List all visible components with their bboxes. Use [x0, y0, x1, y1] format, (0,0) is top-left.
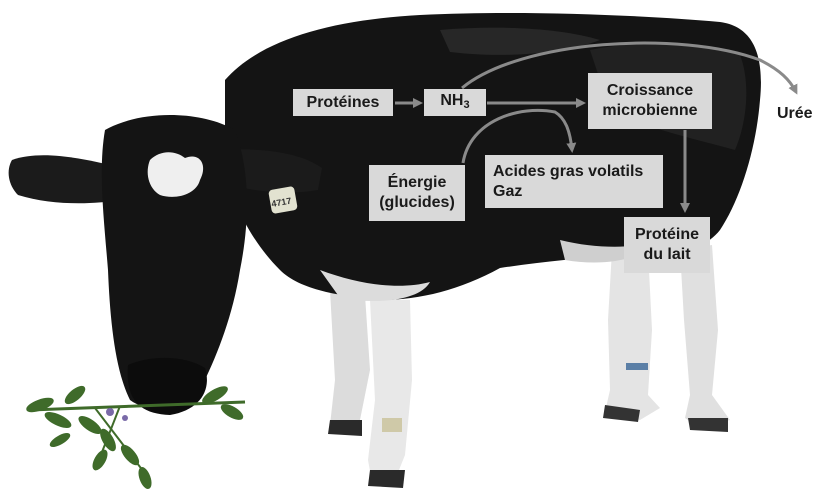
- proteines-label: Protéines: [307, 93, 380, 113]
- energie-box: Énergie (glucides): [369, 165, 465, 221]
- nh3-label: NH3: [440, 91, 469, 115]
- nh3-box: NH3: [424, 89, 486, 116]
- cow-head: 4717: [9, 115, 322, 415]
- croissance-line1: Croissance: [607, 81, 693, 101]
- uree-label: Urée: [777, 105, 813, 123]
- proteines-box: Protéines: [293, 89, 393, 116]
- proteine-lait-box: Protéine du lait: [624, 217, 710, 273]
- acides-box: Acides gras volatils Gaz: [485, 155, 663, 208]
- croissance-line2: microbienne: [602, 101, 697, 121]
- nh3-base: NH: [440, 92, 463, 109]
- croissance-box: Croissance microbienne: [588, 73, 712, 129]
- acides-line1: Acides gras volatils: [493, 162, 643, 182]
- nh3-subscript: 3: [463, 99, 469, 111]
- proteine-lait-line1: Protéine: [635, 225, 699, 245]
- cow-front-legs: [328, 290, 412, 488]
- cow-hind-legs: [603, 245, 730, 432]
- acides-line2: Gaz: [493, 182, 522, 202]
- proteine-lait-line2: du lait: [643, 245, 690, 265]
- energie-line1: Énergie: [388, 173, 447, 193]
- energie-line2: (glucides): [379, 193, 455, 213]
